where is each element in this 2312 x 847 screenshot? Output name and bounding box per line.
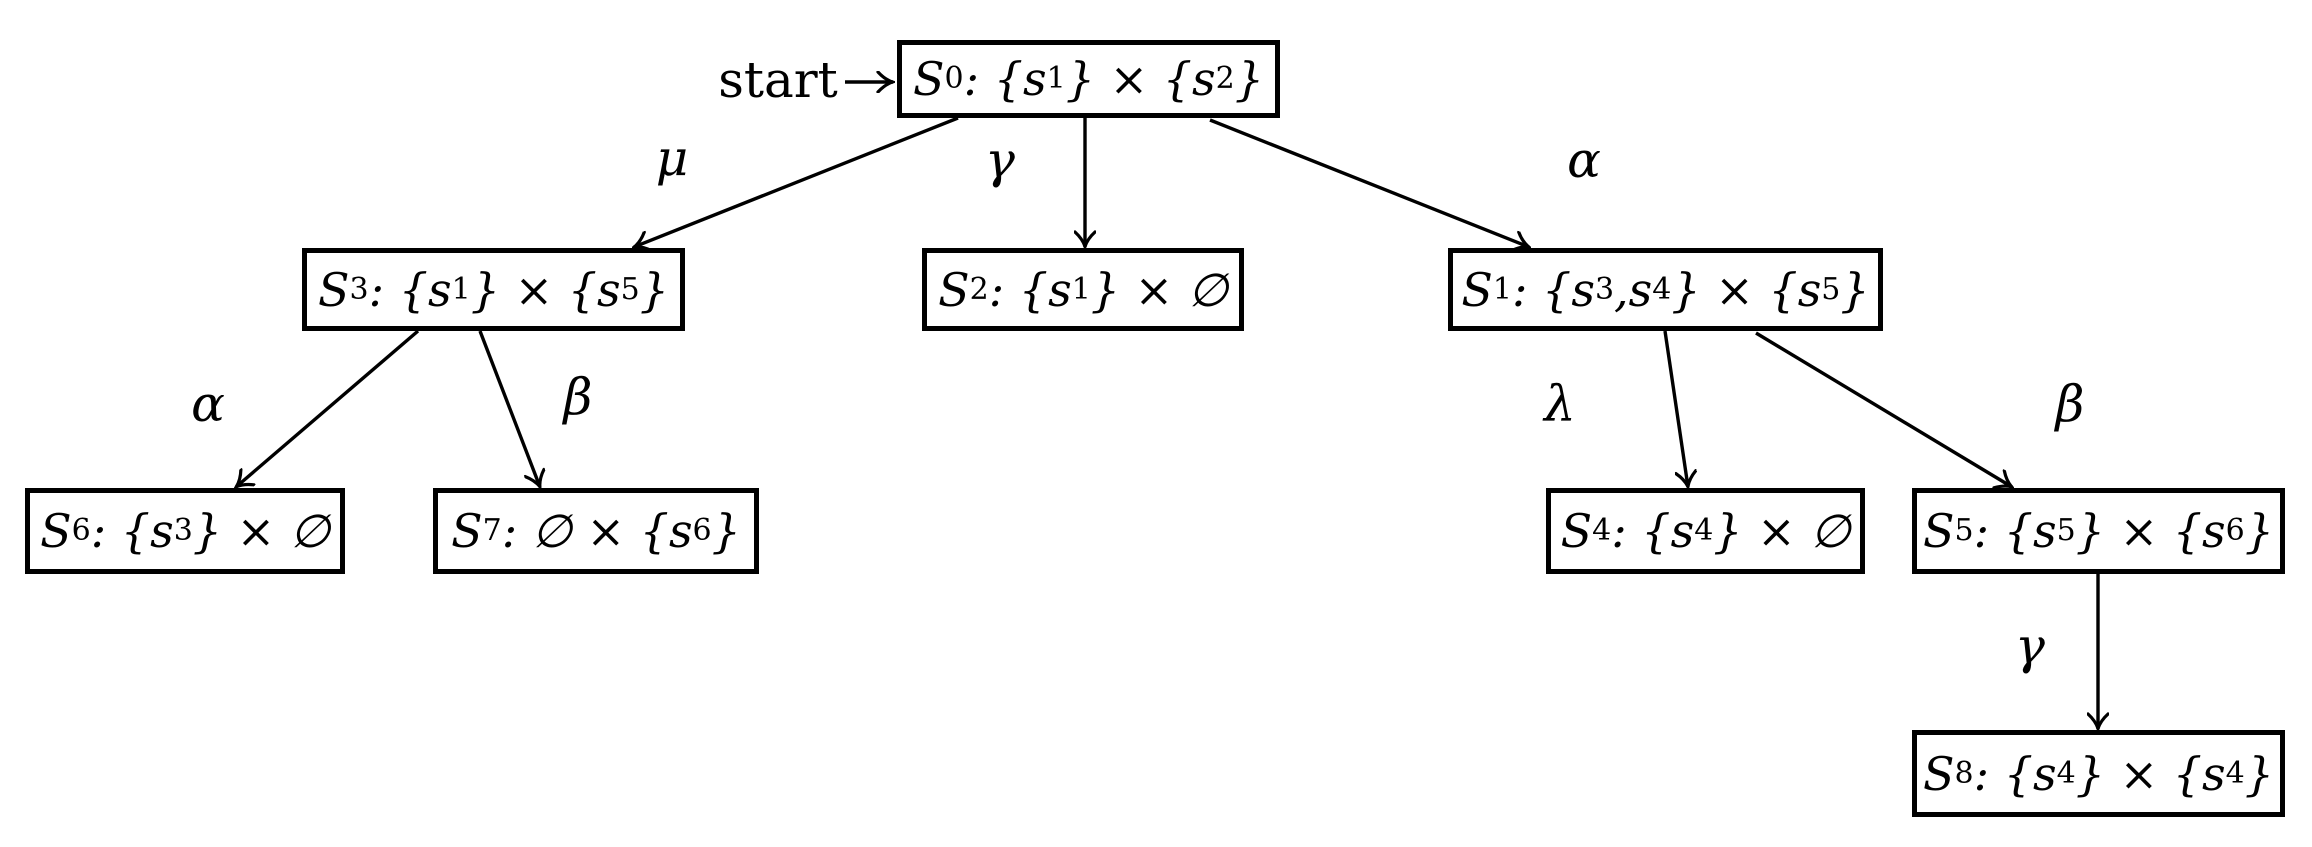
edge-label-s5-to-s8: γ bbox=[2015, 617, 2045, 675]
label-text: S bbox=[1922, 504, 1955, 558]
label-text: } bbox=[2244, 504, 2274, 558]
edge-label-s0-to-s3: μ bbox=[655, 129, 689, 187]
label-text: : { bbox=[1973, 746, 2033, 801]
label-text: s bbox=[1670, 504, 1695, 558]
label-text: : { bbox=[1973, 504, 2033, 558]
label-text: } × { bbox=[2075, 504, 2203, 558]
label-text: s bbox=[2032, 746, 2057, 801]
label-text: } × ∅ bbox=[1713, 504, 1851, 558]
edge-label-s0-to-s2: γ bbox=[985, 131, 1015, 189]
edges-layer bbox=[236, 82, 2098, 729]
label-text: } × { bbox=[1671, 262, 1798, 317]
label-text: s bbox=[1628, 262, 1653, 317]
edge-s0-to-s1 bbox=[1209, 118, 1529, 247]
label-text: S bbox=[1922, 746, 1955, 801]
label-text: : { bbox=[963, 52, 1023, 106]
label-text: s bbox=[668, 504, 693, 558]
label-text: : { bbox=[1611, 504, 1671, 558]
label-text: s bbox=[1571, 262, 1595, 317]
label-text: : { bbox=[988, 262, 1049, 317]
edge-label-s1-to-s4: λ bbox=[1544, 375, 1576, 433]
label-text: } bbox=[1234, 52, 1264, 106]
label-text: s bbox=[150, 504, 174, 558]
label-text: } bbox=[639, 262, 669, 317]
label-text: } bbox=[2244, 746, 2274, 801]
label-text: S bbox=[317, 262, 350, 317]
edge-s0-to-s3 bbox=[634, 116, 959, 247]
label-text: S bbox=[912, 52, 945, 106]
label-text: s bbox=[1192, 52, 1216, 106]
edge-label-s1-to-s5: β bbox=[2055, 375, 2085, 433]
label-text: s bbox=[1022, 52, 1047, 106]
label-text: } bbox=[1840, 262, 1870, 317]
start-label: start bbox=[718, 51, 838, 109]
label-text: } × { bbox=[2075, 746, 2203, 801]
label-text: } × { bbox=[470, 262, 598, 317]
label-text: s bbox=[1048, 262, 1072, 317]
label-text: s bbox=[1797, 262, 1822, 317]
label-text: , bbox=[1614, 262, 1629, 317]
edge-label-s3-to-s7: β bbox=[563, 368, 593, 426]
label-text: s bbox=[597, 262, 621, 317]
label-text: S bbox=[451, 504, 483, 558]
label-text: s bbox=[2032, 504, 2057, 558]
label-text: : { bbox=[368, 262, 428, 317]
edge-label-s3-to-s6: α bbox=[191, 375, 225, 433]
label-text: s bbox=[2202, 746, 2226, 801]
label-text: } × ∅ bbox=[192, 504, 330, 558]
label-text: S bbox=[1560, 504, 1593, 558]
label-text: } × ∅ bbox=[1090, 262, 1228, 317]
edge-s3-to-s7 bbox=[478, 330, 540, 487]
label-text: S bbox=[40, 504, 72, 558]
label-text: : ∅ × { bbox=[501, 504, 669, 558]
label-text: : { bbox=[90, 504, 151, 558]
label-text: s bbox=[427, 262, 452, 317]
edge-s3-to-s6 bbox=[236, 329, 420, 487]
edge-s1-to-s4 bbox=[1663, 330, 1688, 487]
label-text: S bbox=[938, 262, 970, 317]
label-text: } bbox=[711, 504, 741, 558]
edge-label-s0-to-s1: α bbox=[1567, 131, 1601, 189]
edge-s1-to-s5 bbox=[1755, 331, 2012, 487]
label-text: S bbox=[1461, 262, 1493, 317]
label-text: : { bbox=[1511, 262, 1572, 317]
label-text: } × { bbox=[1065, 52, 1193, 106]
label-text: s bbox=[2202, 504, 2226, 558]
